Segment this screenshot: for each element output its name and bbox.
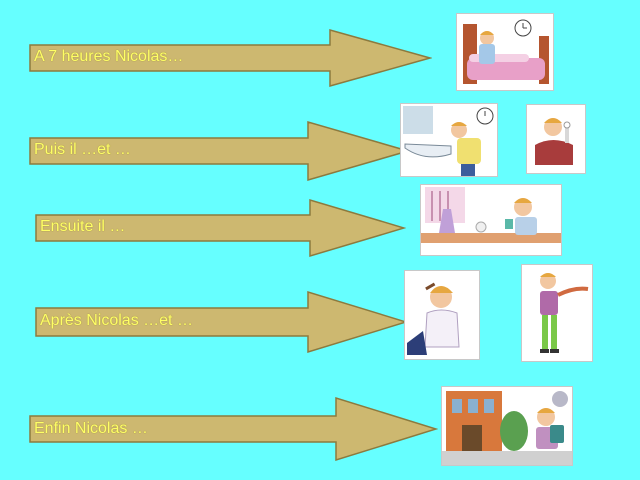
going-to-school-illustration [441,386,573,466]
washing-face-illustration [400,103,498,177]
arrow-2: Puis il …et … [28,120,410,182]
waking-up-illustration [456,13,554,91]
arrow-5-label: Enfin Nicolas … [34,420,148,437]
arrow-4-label: Après Nicolas …et … [40,312,193,329]
arrow-4: Après Nicolas …et … [34,290,408,354]
arrow-5: Enfin Nicolas … [28,396,438,462]
combing-hair-illustration [404,270,480,360]
getting-dressed-illustration [521,264,593,362]
brushing-teeth-illustration [526,104,586,174]
breakfast-illustration [420,184,562,256]
arrow-1-label: A 7 heures Nicolas… [34,48,184,65]
arrow-3-label: Ensuite il … [40,218,126,235]
arrow-3: Ensuite il … [34,198,406,258]
arrow-2-label: Puis il …et … [34,141,131,158]
arrow-1: A 7 heures Nicolas… [28,28,432,88]
